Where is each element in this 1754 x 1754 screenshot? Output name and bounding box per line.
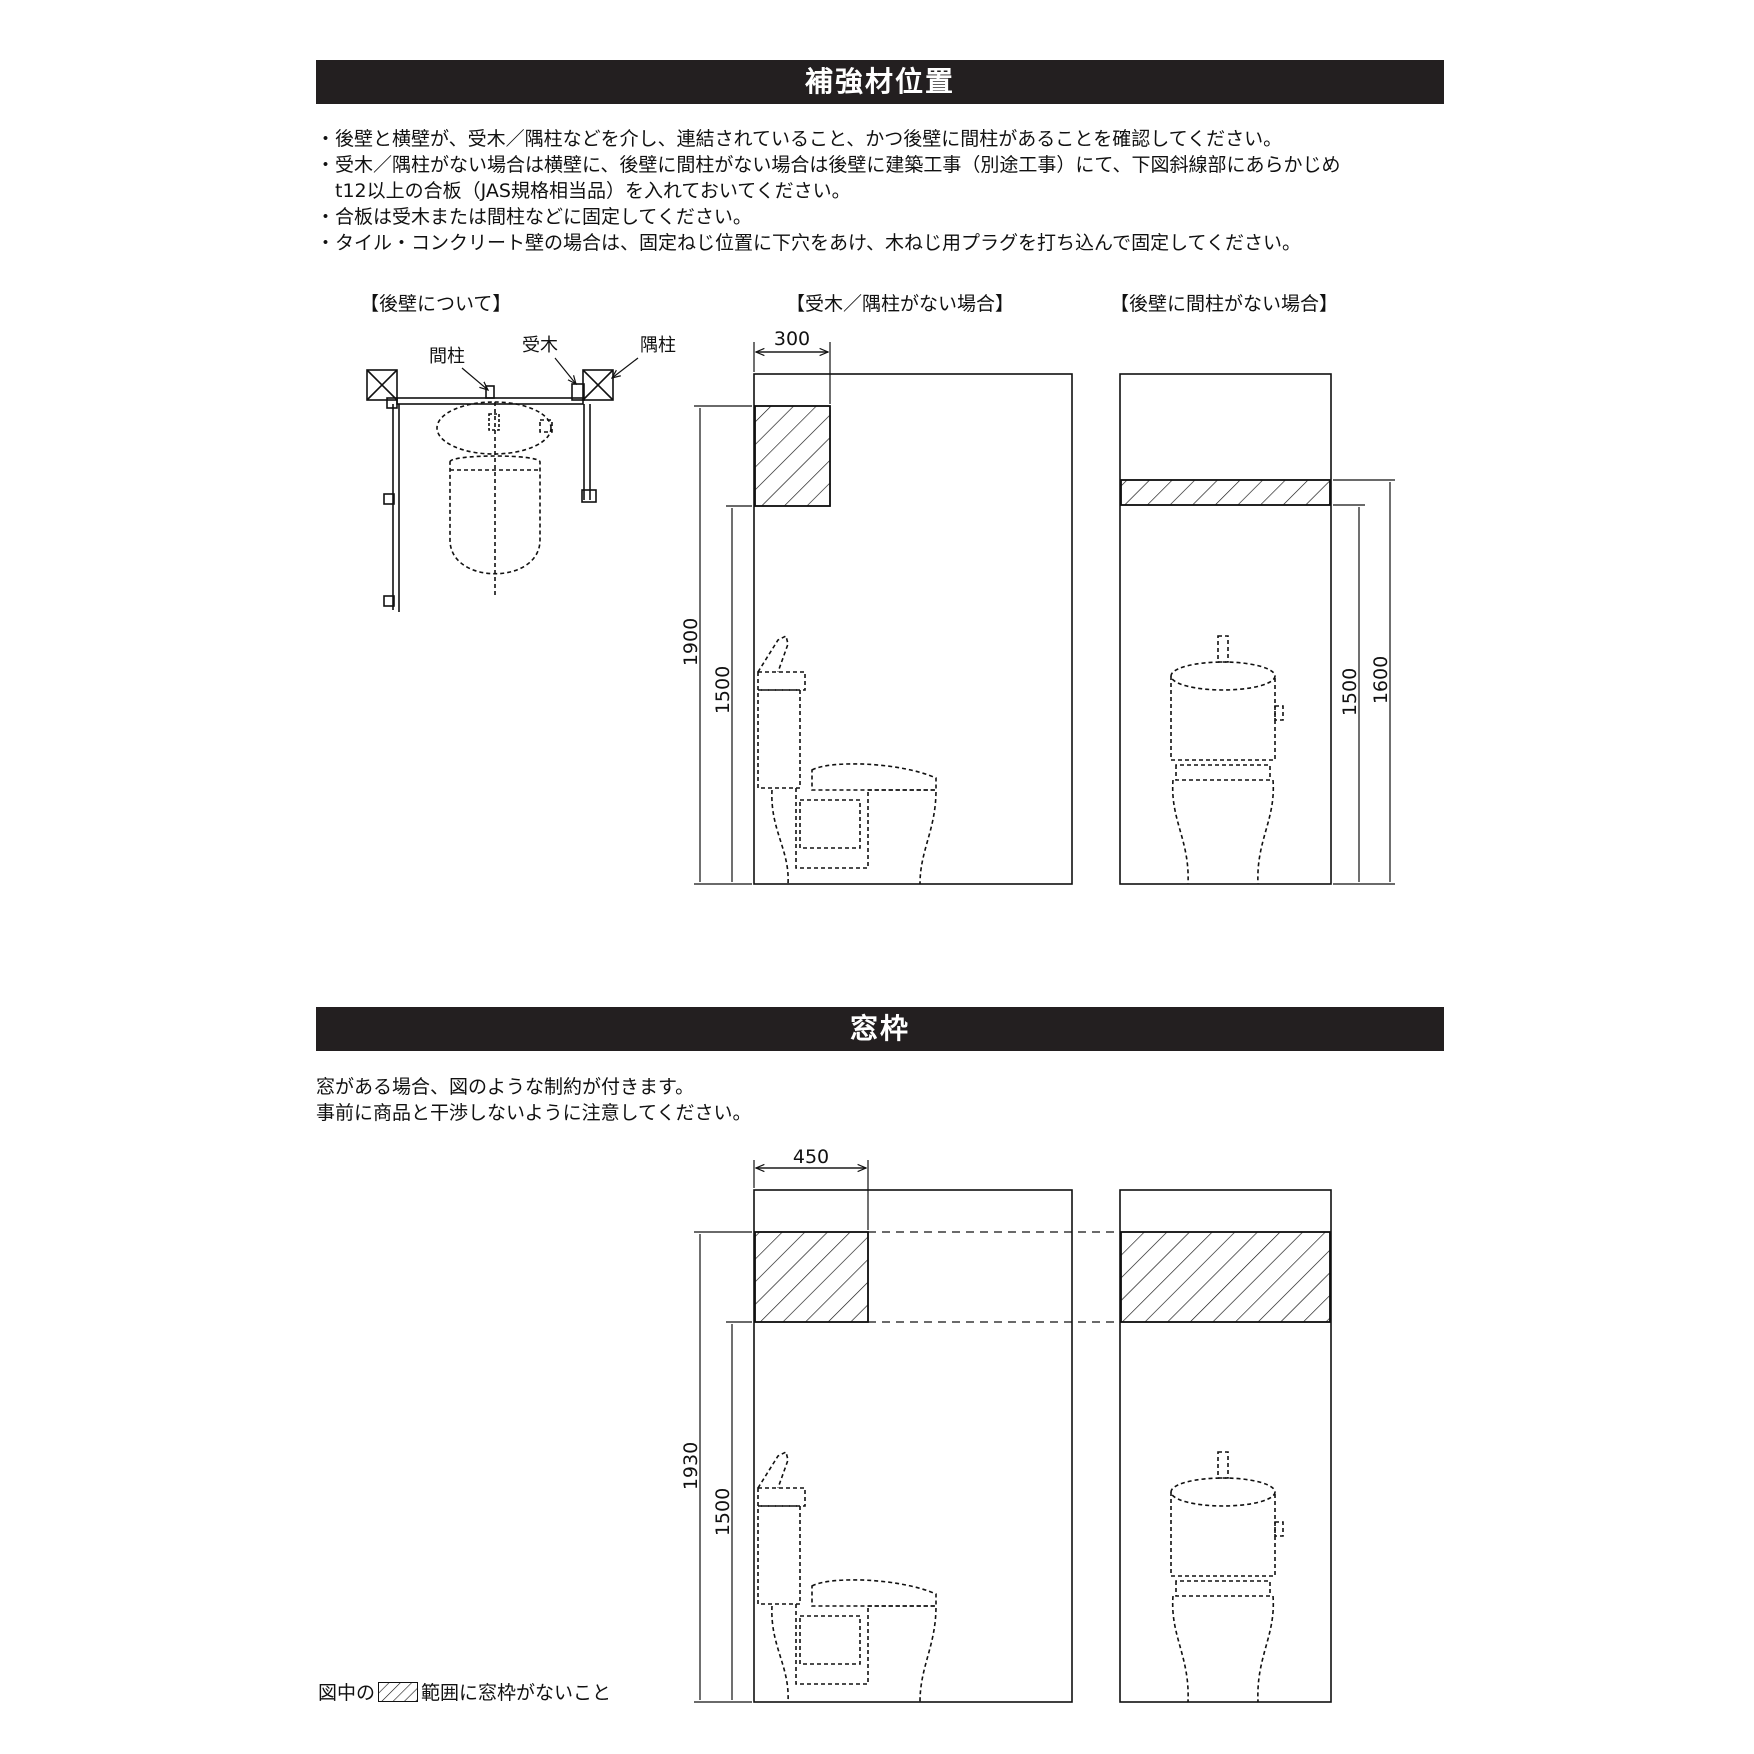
dim-width-300: 300 [774, 328, 810, 350]
wall-outline [1119, 1189, 1332, 1703]
wall-outline [1119, 373, 1332, 885]
note-line: 事前に商品と干渉しないように注意してください。 [316, 1102, 752, 1124]
note-line: ・合板は受木または間柱などに固定してください。 [316, 206, 752, 228]
reinforcement-notes: ・後壁と横壁が、受木／隅柱などを介し、連結されていること、かつ後壁に間柱があるこ… [316, 126, 1340, 256]
plywood-area [1120, 479, 1331, 506]
plywood-area [754, 405, 831, 507]
stud [485, 385, 495, 399]
dim-height-1930: 1930 [680, 1442, 702, 1490]
wall-outline [753, 373, 1073, 885]
label-corner-post: 隅柱 [640, 335, 676, 356]
label-support: 受木 [522, 335, 558, 356]
legend-text-before: 図中の [318, 1682, 376, 1704]
note-line: t12以上の合板（JAS規格相当品）を入れておいてください。 [316, 180, 851, 202]
note-line: ・タイル・コンクリート壁の場合は、固定ねじ位置に下穴をあけ、木ねじ用プラグを打ち… [316, 232, 1301, 254]
note-line: 窓がある場合、図のような制約が付きます。 [316, 1076, 695, 1098]
dim-height-1500-front: 1500 [1339, 668, 1361, 716]
corner-post-right [582, 369, 614, 401]
hatch-legend: 図中の 範囲に窓枠がないこと [318, 1678, 611, 1705]
caption-no-support: 【受木／隅柱がない場合】 [786, 293, 1015, 315]
dims-side-view-2 [694, 1160, 869, 1703]
toilet-front [1170, 635, 1284, 885]
hatch-swatch-icon [378, 1681, 419, 1702]
plan-view-rear-wall [366, 369, 614, 612]
dim-height-1500: 1500 [712, 666, 734, 714]
front-view-window [1119, 1189, 1332, 1703]
corner-post-left [366, 369, 398, 401]
side-view-window [753, 1189, 1073, 1703]
dims-front-view-1 [1333, 479, 1395, 885]
window-notes: 窓がある場合、図のような制約が付きます。 事前に商品と干渉しないように注意してく… [316, 1074, 751, 1126]
section-title-window-frame: 窓枠 [316, 1007, 1444, 1051]
dims-side-view-1 [694, 342, 831, 885]
side-view-no-support [753, 373, 1073, 885]
dim-height-1500-window: 1500 [712, 1488, 734, 1536]
dim-height-1900: 1900 [680, 618, 702, 666]
support-left [386, 397, 398, 409]
front-view-no-stud [1119, 373, 1332, 885]
toilet-front-2 [1170, 1451, 1284, 1703]
window-forbidden-area [1120, 1231, 1331, 1323]
dim-width-450: 450 [793, 1146, 829, 1168]
caption-no-stud: 【後壁に間柱がない場合】 [1110, 293, 1339, 315]
toilet-plan [436, 401, 553, 595]
label-stud: 間柱 [429, 346, 465, 367]
section-title-reinforcement: 補強材位置 [316, 60, 1444, 104]
plan-leader-lines [461, 357, 639, 390]
note-line: ・受木／隅柱がない場合は横壁に、後壁に間柱がない場合は後壁に建築工事（別途工事）… [316, 154, 1341, 176]
support-right [571, 383, 585, 401]
caption-rear-wall: 【後壁について】 [360, 293, 512, 315]
toilet-side-2 [757, 1450, 937, 1703]
note-line: ・後壁と横壁が、受木／隅柱などを介し、連結されていること、かつ後壁に間柱があるこ… [316, 128, 1283, 150]
window-range-connectors [868, 1231, 1120, 1323]
rear-wall-beam [396, 397, 584, 405]
dim-height-1600: 1600 [1370, 656, 1392, 704]
toilet-side [757, 634, 937, 885]
window-forbidden-area [754, 1231, 869, 1323]
legend-text-after: 範囲に窓枠がないこと [421, 1682, 612, 1704]
wall-outline [753, 1189, 1073, 1703]
